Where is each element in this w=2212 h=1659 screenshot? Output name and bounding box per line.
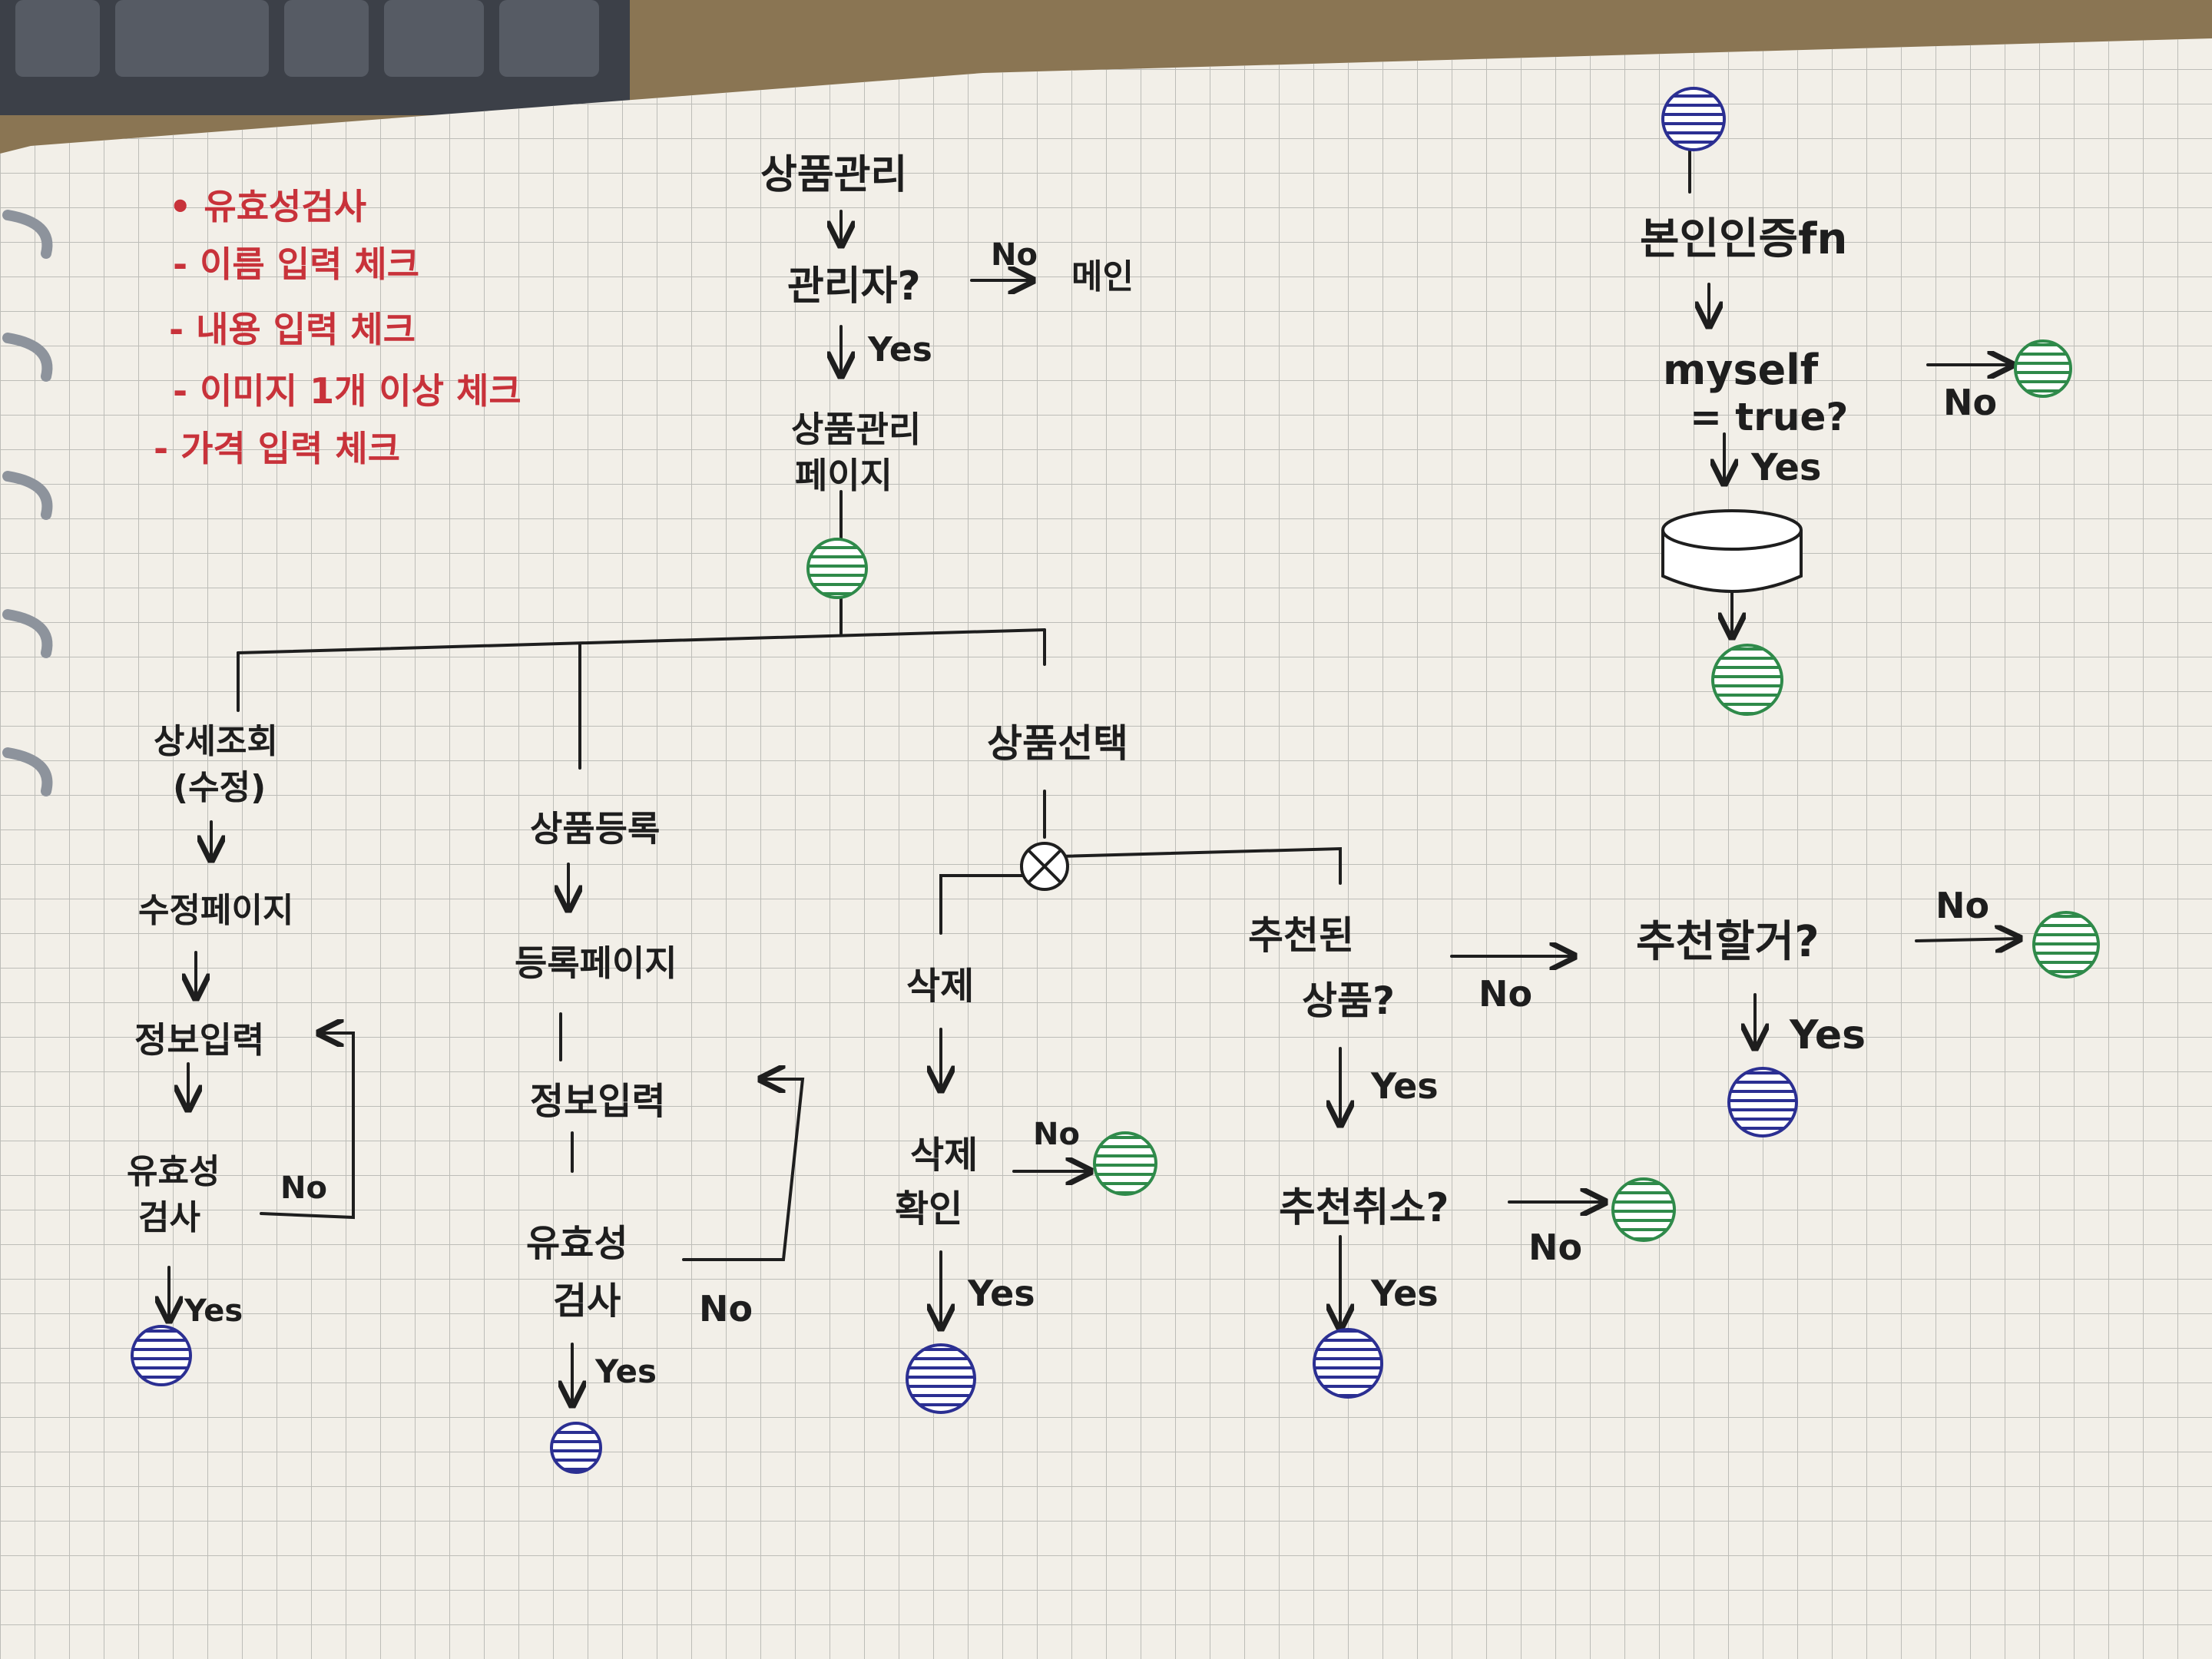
end-node-blue [1661, 87, 1726, 151]
detail-valid-label: 유효성 [127, 1152, 220, 1191]
do-recommend-no-label: No [1936, 885, 1989, 926]
register-input-label: 정보입력 [530, 1080, 666, 1123]
auth-fn-label: 본인인증fn [1640, 214, 1847, 264]
register-page-label: 등록페이지 [515, 942, 677, 984]
keyboard-key [384, 0, 484, 77]
detail-label: (수정) [173, 768, 266, 807]
detail-input-label: 정보입력 [134, 1019, 264, 1061]
admin-no-label: No [991, 237, 1038, 273]
register-valid-label: 검사 [553, 1280, 621, 1323]
keyboard-key [284, 0, 369, 77]
keyboard-key [499, 0, 599, 77]
keyboard-key [15, 0, 100, 77]
note-item: - 내용 입력 체크 [169, 309, 416, 350]
end-node-blue [1313, 1328, 1383, 1399]
end-node-green [2014, 339, 2072, 398]
cancel-recommend-label: 추천취소? [1279, 1185, 1449, 1231]
recommended-label: 상품? [1302, 979, 1395, 1023]
note-item: - 이름 입력 체크 [173, 243, 419, 285]
register-label: 상품등록 [530, 808, 660, 849]
cancel-yes-label: Yes [1370, 1273, 1439, 1314]
cancel-no-label: No [1528, 1227, 1582, 1268]
edit-page-label: 수정페이지 [138, 891, 293, 930]
end-node-green [1611, 1177, 1676, 1242]
validation-notes: • 유효성검사 - 이름 입력 체크 - 내용 입력 체크 - 이미지 1개 이… [154, 186, 522, 469]
end-node-green [1711, 644, 1783, 716]
spiral-binding [2, 210, 53, 796]
detail-label: 상세조회 [154, 722, 278, 761]
admin-yes-label: Yes [867, 330, 932, 369]
note-item: • 유효성검사 [169, 186, 366, 227]
manage-page-label: 상품관리 [791, 409, 921, 450]
register-no-label: No [699, 1288, 753, 1330]
recommended-label: 추천된 [1248, 913, 1354, 958]
end-node-green [1093, 1131, 1157, 1196]
recommended-yes-label: Yes [1370, 1065, 1439, 1107]
merge-node [1020, 842, 1069, 891]
register-yes-label: Yes [594, 1353, 657, 1390]
end-node-blue [131, 1325, 192, 1386]
manage-page-label: 페이지 [795, 455, 892, 496]
end-node-blue [906, 1343, 976, 1414]
select-label: 상품선택 [987, 721, 1128, 766]
myself-label: = true? [1690, 395, 1848, 439]
end-node-green [806, 538, 868, 599]
delete-label: 삭제 [906, 965, 974, 1008]
end-node-green [2032, 911, 2100, 979]
myself-label: myself [1663, 346, 1819, 394]
note-item: - 이미지 1개 이상 체크 [173, 370, 522, 412]
database-icon [1661, 509, 1803, 593]
delete-yes-label: Yes [967, 1273, 1035, 1314]
register-valid-label: 유효성 [526, 1222, 628, 1265]
do-recommend-label: 추천할거? [1636, 917, 1820, 967]
do-recommend-yes-label: Yes [1789, 1012, 1866, 1058]
start-label: 상품관리 [760, 152, 907, 198]
note-item: - 가격 입력 체크 [154, 428, 400, 469]
end-nodes [131, 87, 2100, 1474]
auth-yes-label: Yes [1750, 446, 1821, 489]
detail-no-label: No [280, 1171, 327, 1206]
grid-paper [0, 38, 2212, 1659]
end-node-blue [550, 1422, 602, 1474]
recommended-no-label: No [1479, 973, 1532, 1015]
delete-confirm-label: 삭제 [910, 1134, 978, 1177]
detail-valid-label: 검사 [138, 1198, 200, 1237]
end-node-blue [1727, 1067, 1798, 1137]
delete-no-label: No [1033, 1117, 1080, 1152]
admin-check-label: 관리자? [787, 263, 921, 310]
delete-confirm-label: 확인 [895, 1187, 962, 1230]
keyboard-key [115, 0, 269, 77]
main-label: 메인 [1071, 257, 1134, 296]
auth-labels: 본인인증fn myself = true? No Yes [1640, 214, 1997, 489]
flow-labels: 상품관리 관리자? No 메인 Yes 상품관리 페이지 상세조회 (수정) 수… [127, 152, 1989, 1390]
auth-no-label: No [1943, 382, 1997, 423]
detail-yes-label: Yes [184, 1293, 243, 1329]
flow-connectors [169, 148, 2020, 1406]
